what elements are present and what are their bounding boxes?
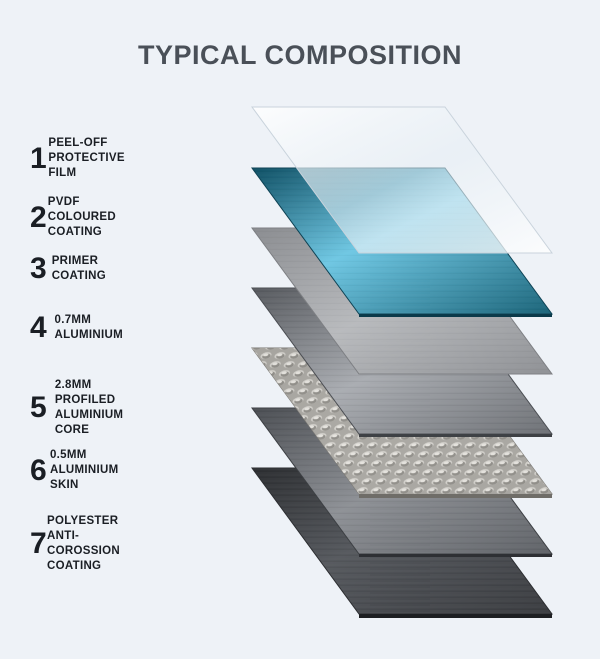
layer-item-3: 3 PRIMER COATING xyxy=(30,254,118,284)
layer-item-4: 4 0.7MM ALUMINIUM xyxy=(30,313,133,343)
layer-label: 0.7MM ALUMINIUM xyxy=(54,314,123,341)
layer-number: 6 xyxy=(30,453,47,487)
layer-item-6: 6 0.5MM ALUMINIUM SKIN xyxy=(30,448,133,493)
layer-label: POLYESTER ANTI-COROSSION COATING xyxy=(47,515,121,572)
page-title: TYPICAL COMPOSITION xyxy=(137,40,463,70)
layer-number: 2 xyxy=(30,200,47,234)
layer-number: 1 xyxy=(30,141,47,175)
layer-label: PRIMER COATING xyxy=(51,255,106,282)
layer-item-2: 2 PVDF COLOURED COATING xyxy=(30,195,132,240)
layer-label: PEEL-OFF PROTECTIVE FILM xyxy=(48,137,125,179)
layer-number: 5 xyxy=(30,391,47,424)
layer-number: 4 xyxy=(30,311,47,344)
layer-number: 7 xyxy=(30,527,47,560)
layer-item-1: 1 PEEL-OFF PROTECTIVE FILM xyxy=(30,136,140,181)
layer-label: PVDF COLOURED COATING xyxy=(47,196,116,238)
layer-item-5: 5 2.8MM PROFILED ALUMINIUM CORE xyxy=(30,378,133,438)
layer-1-sheet xyxy=(251,106,553,254)
layer-label: 2.8MM PROFILED ALUMINIUM CORE xyxy=(54,379,124,436)
layer-item-7: 7 POLYESTER ANTI-COROSSION COATING xyxy=(30,514,137,574)
layer-number: 3 xyxy=(30,252,47,285)
layer-label: 0.5MM ALUMINIUM SKIN xyxy=(49,449,119,491)
